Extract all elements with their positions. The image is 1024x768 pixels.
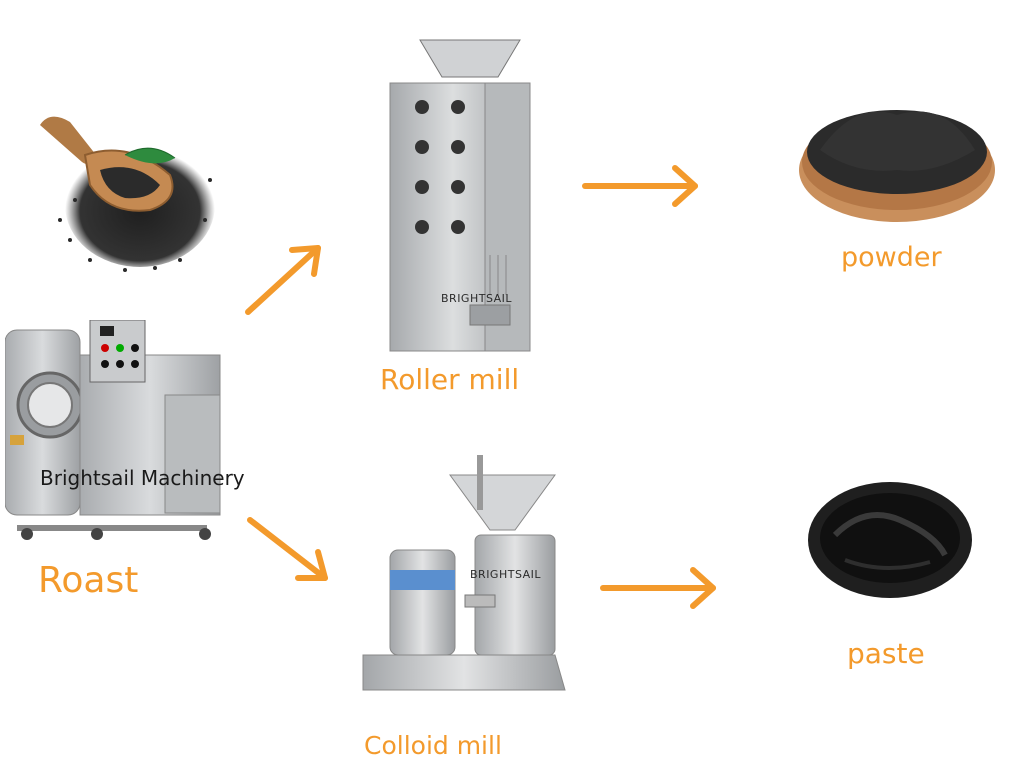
colloid-mill-label: Colloid mill [364,731,502,760]
roaster-machine-icon [5,320,221,540]
powder-label: powder [841,242,942,273]
colloid-mill-machine-icon [362,455,566,691]
sesame-powder-bowl-icon [799,110,995,222]
roaster-brand-label: Brightsail Machinery [40,466,245,490]
arrow-roast-to-roller-mill [245,245,321,315]
sesame-seeds-icon [40,116,215,272]
roller-mill-label: Roller mill [380,363,520,396]
colloid-mill-brand-label: BRIGHTSAIL [470,568,542,581]
roast-label: Roast [38,560,139,601]
sesame-paste-bowl-icon [808,482,972,598]
roller-mill-machine-icon [389,39,531,352]
arrow-roast-to-colloid-mill [247,517,328,581]
paste-label: paste [847,637,925,670]
roller-mill-brand-label: BRIGHTSAIL [441,292,513,305]
